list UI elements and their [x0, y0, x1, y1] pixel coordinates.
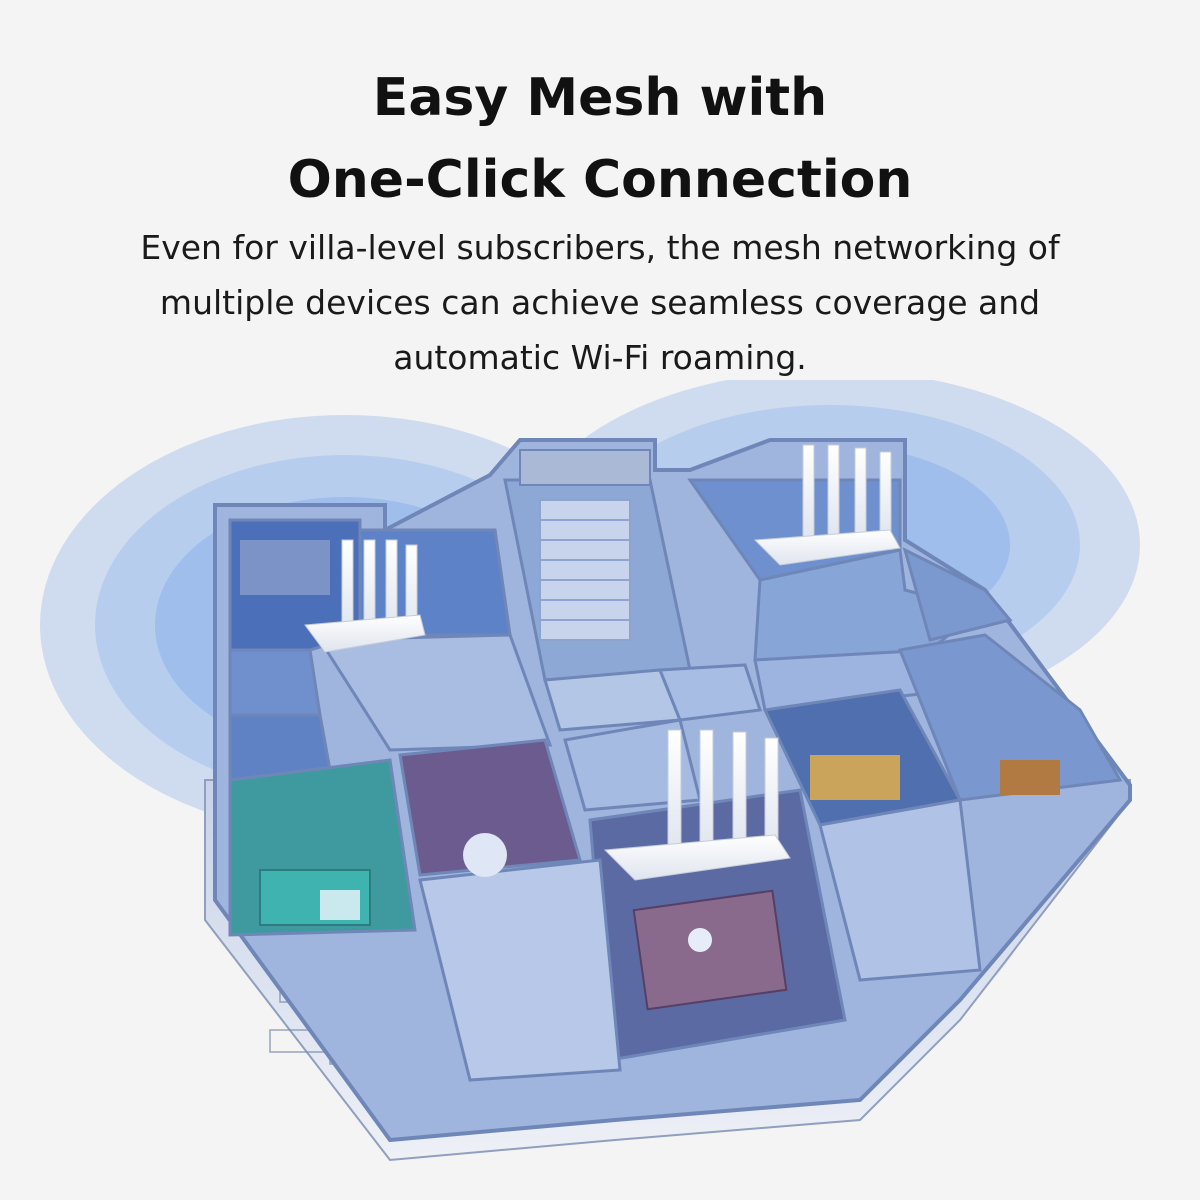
headline-line-2: One-Click Connection [287, 150, 913, 210]
wifi-router-icon [603, 729, 791, 881]
headline-line-1: Easy Mesh with [372, 68, 828, 128]
furniture-details [240, 449, 1060, 1011]
building-floorplan-illustration [40, 380, 1140, 1162]
description-line-3: automatic Wi-Fi roaming. [393, 338, 807, 377]
wifi-router-icon [753, 444, 901, 566]
wifi-router-icon [304, 539, 426, 653]
description-line-1: Even for villa-level subscribers, the me… [140, 228, 1060, 267]
description-line-2: multiple devices can achieve seamless co… [159, 283, 1041, 322]
